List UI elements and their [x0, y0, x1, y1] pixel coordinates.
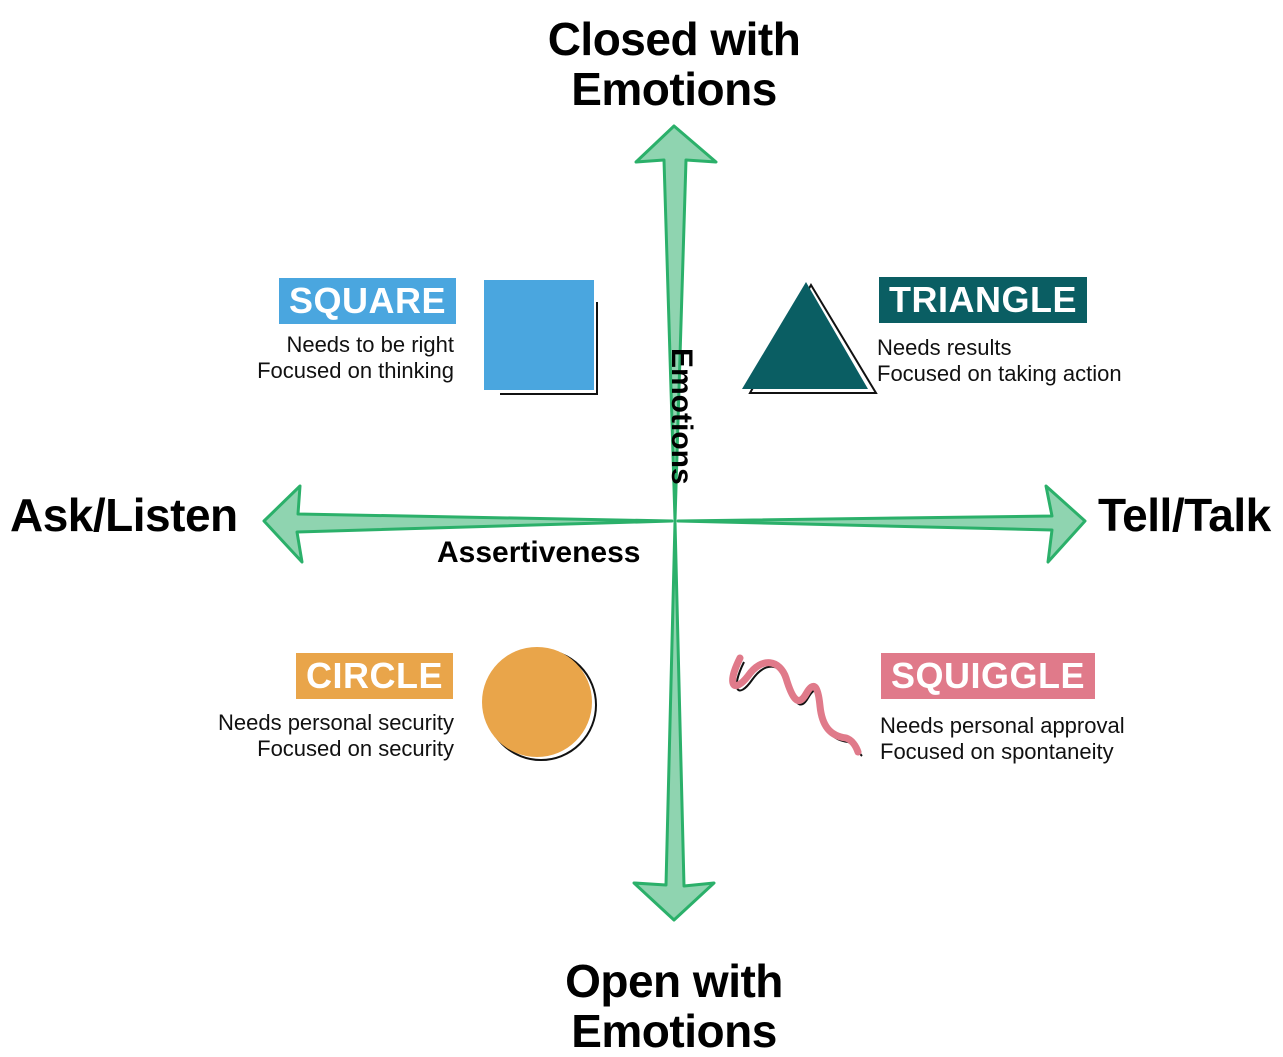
squiggle-line-2: Focused on spontaneity	[880, 739, 1114, 764]
arrow-right	[676, 484, 1087, 564]
triangle-badge: TRIANGLE	[879, 277, 1087, 323]
axis-left-label: Ask/Listen	[10, 489, 238, 541]
axis-top-label: Closed with Emotions	[474, 14, 874, 114]
horizontal-axis-caption: Assertiveness	[437, 536, 641, 569]
axis-top-line-2: Emotions	[571, 63, 777, 115]
square-shape	[484, 280, 598, 395]
triangle-line-2: Focused on taking action	[877, 361, 1122, 386]
axis-top-line-1: Closed with	[547, 13, 801, 65]
square-line-1: Needs to be right	[286, 332, 454, 357]
axis-bottom-label: Open with Emotions	[474, 956, 874, 1056]
arrow-left	[262, 484, 674, 564]
squiggle-shape	[729, 654, 863, 757]
square-line-2: Focused on thinking	[257, 358, 454, 383]
arrow-down	[632, 520, 716, 922]
triangle-shape	[742, 282, 878, 394]
vertical-axis-caption: Emotions	[665, 348, 698, 485]
arrow-up	[634, 124, 718, 522]
circle-shape	[482, 647, 597, 761]
triangle-line-1: Needs results	[877, 335, 1012, 360]
circle-line-2: Focused on security	[257, 736, 454, 761]
axis-bottom-line-2: Emotions	[571, 1005, 777, 1057]
triangle-description: Needs results Focused on taking action	[877, 335, 1122, 387]
axis-right-label: Tell/Talk	[1098, 489, 1271, 541]
square-description: Needs to be right Focused on thinking	[257, 332, 454, 384]
axis-bottom-line-1: Open with	[565, 955, 783, 1007]
squiggle-description: Needs personal approval Focused on spont…	[880, 713, 1125, 765]
squiggle-badge: SQUIGGLE	[881, 653, 1096, 699]
squiggle-line-1: Needs personal approval	[880, 713, 1125, 738]
circle-description: Needs personal security Focused on secur…	[218, 710, 454, 762]
square-badge: SQUARE	[279, 278, 457, 324]
circle-badge: CIRCLE	[296, 653, 453, 699]
circle-line-1: Needs personal security	[217, 710, 454, 735]
